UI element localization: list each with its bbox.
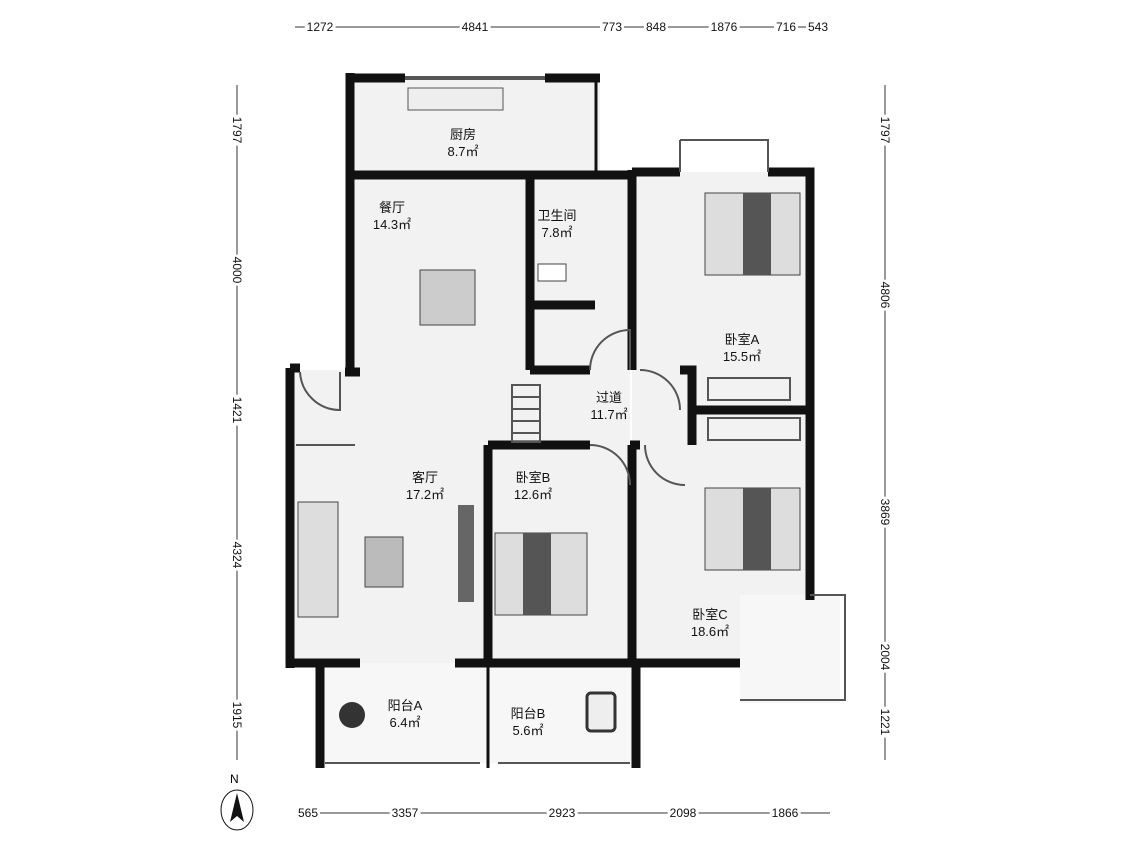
room-label: 阳台A 6.4㎡ <box>388 697 423 731</box>
room-area: 15.5㎡ <box>722 349 762 364</box>
dimension-left: 4324 <box>230 539 244 571</box>
room-area: 7.8㎡ <box>541 225 573 240</box>
room-label: 卧室C 18.6㎡ <box>691 606 729 640</box>
room-name: 卫生间 <box>537 208 577 223</box>
dimension-bottom: 565 <box>295 806 321 820</box>
dimension-top: 4841 <box>459 20 491 34</box>
walls <box>285 73 815 768</box>
room-area: 5.6㎡ <box>512 723 544 738</box>
room-label: 卧室A 15.5㎡ <box>723 331 761 365</box>
room-name: 阳台B <box>510 706 546 721</box>
room-label: 厨房 8.7㎡ <box>447 126 478 160</box>
dimension-right: 1221 <box>878 706 892 738</box>
dimension-top: 1272 <box>304 20 336 34</box>
dimension-right: 3869 <box>878 496 892 528</box>
dimension-bottom: 3357 <box>389 806 421 820</box>
north-label: N <box>230 772 239 786</box>
dimension-left: 1915 <box>230 699 244 731</box>
dimension-bottom: 2923 <box>546 806 578 820</box>
dimension-top: 848 <box>643 20 669 34</box>
dimension-top: 716 <box>773 20 799 34</box>
room-label: 卧室B 12.6㎡ <box>514 469 552 503</box>
dimension-top: 1876 <box>708 20 740 34</box>
room-area: 6.4㎡ <box>389 715 421 730</box>
furniture <box>297 87 801 733</box>
room-area: 11.7㎡ <box>590 407 628 422</box>
room-label: 过道 11.7㎡ <box>590 389 627 423</box>
room-name: 卧室A <box>724 332 760 347</box>
dimension-left: 1421 <box>230 394 244 426</box>
room-name: 阳台A <box>387 698 423 713</box>
room-area: 8.7㎡ <box>447 144 479 159</box>
room-area: 17.2㎡ <box>405 487 445 502</box>
dimension-right: 2004 <box>878 641 892 673</box>
dimension-bottom: 2098 <box>667 806 699 820</box>
dimension-left: 4000 <box>230 254 244 286</box>
room-name: 卧室C <box>692 607 728 622</box>
room-name: 餐厅 <box>378 200 405 215</box>
room-label: 客厅 17.2㎡ <box>406 469 444 503</box>
room-area: 14.3㎡ <box>372 217 412 232</box>
room-name: 客厅 <box>411 470 438 485</box>
room-area: 18.6㎡ <box>690 624 730 639</box>
room-label: 餐厅 14.3㎡ <box>373 199 411 233</box>
dimension-top: 773 <box>599 20 625 34</box>
room-label: 卫生间 7.8㎡ <box>537 207 576 241</box>
dimension-right: 4806 <box>878 279 892 311</box>
dimension-top: 543 <box>805 20 831 34</box>
dimension-left: 1797 <box>230 114 244 146</box>
dimension-right: 1797 <box>878 114 892 146</box>
room-area: 12.6㎡ <box>513 487 553 502</box>
room-name: 卧室B <box>515 470 551 485</box>
compass-icon <box>220 789 254 831</box>
room-label: 阳台B 5.6㎡ <box>511 705 546 739</box>
dimension-bottom: 1866 <box>769 806 801 820</box>
room-name: 过道 <box>595 390 622 405</box>
room-name: 厨房 <box>449 127 477 142</box>
